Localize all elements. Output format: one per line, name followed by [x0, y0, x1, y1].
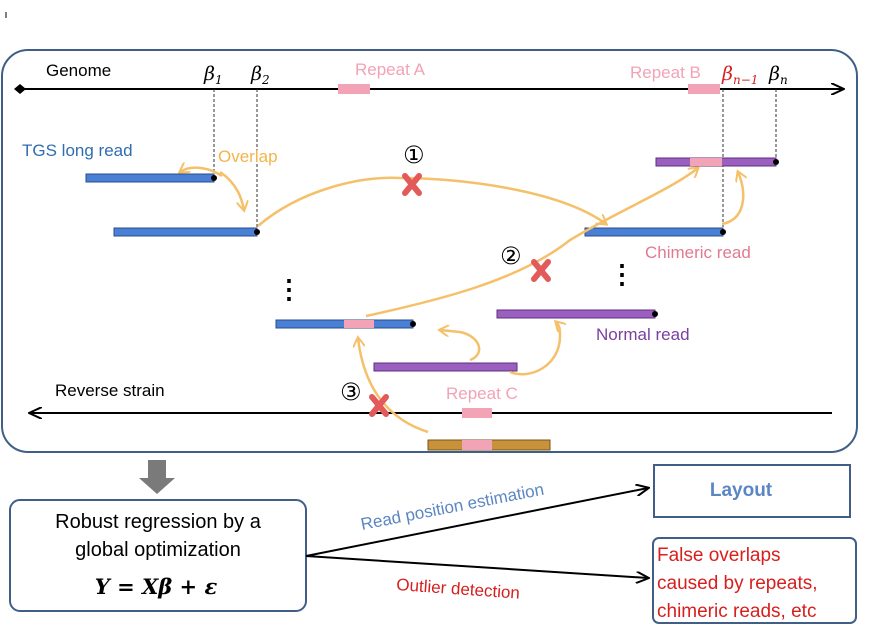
read-3-repeat: [344, 320, 374, 328]
repeat-a-block: [338, 84, 370, 94]
arrow-to-layout: [305, 488, 648, 557]
tgs-read-2: [113, 227, 258, 237]
overlap-arrow: [219, 170, 244, 210]
chimeric-read-label: Chimeric read: [645, 243, 751, 262]
genome-label: Genome: [46, 61, 111, 80]
read-position-estimation-label: Read position estimation: [359, 480, 545, 534]
repeat-c-label: Repeat C: [446, 384, 518, 403]
ellipsis-left: ⋮: [276, 274, 302, 304]
reverse-strain-label: Reverse strain: [55, 381, 165, 400]
down-arrow: [139, 460, 175, 494]
tgs-long-read-label: TGS long read: [22, 141, 133, 160]
normal-read-label: Normal read: [596, 325, 690, 344]
overlap-arrow: [509, 322, 560, 376]
arrow-to-false-overlaps: [305, 555, 648, 578]
layout-label: Layout: [710, 480, 773, 501]
overlap-label: Overlap: [218, 147, 278, 166]
genome-axis-start: [14, 84, 26, 94]
brown-read-repeat: [462, 440, 492, 450]
purple-read-lower: [373, 362, 518, 372]
repeat-b-block: [688, 84, 720, 94]
overlap-arrow: [180, 168, 223, 178]
normal-read-bar: [496, 309, 656, 319]
marker-3: ③: [340, 378, 362, 406]
repeat-c-block: [462, 408, 492, 418]
read-end-dot: [652, 311, 658, 317]
false-overlaps-line-2: caused by repeats,: [657, 573, 818, 594]
beta-2-label: β2: [250, 63, 270, 87]
chimeric-read-blue-part: [584, 227, 724, 237]
repeat-a-label: Repeat A: [355, 60, 426, 79]
cross-1: [402, 173, 422, 196]
cross-3: [369, 394, 389, 417]
regression-equation: Y = Xβ + ε: [95, 574, 218, 599]
overlap-arrow: [440, 330, 481, 362]
overlap-arrows: [180, 168, 743, 434]
ellipsis-right: ⋮: [609, 259, 635, 289]
false-overlaps-line-1: False overlaps: [657, 545, 781, 566]
false-overlap-arrow-2: [365, 168, 698, 318]
read-end-dot: [410, 321, 416, 327]
read-end-dot: [720, 229, 726, 235]
read-end-dot: [254, 229, 260, 235]
purple-read-top-repeat: [690, 158, 722, 166]
outlier-detection-label: Outlier detection: [396, 575, 521, 603]
overlap-arrow: [721, 172, 743, 226]
repeat-b-label: Repeat B: [630, 63, 701, 82]
marker-1: ①: [403, 141, 425, 169]
beta-n-minus-1-label: βn−1: [721, 63, 758, 87]
main-panel: [1, 49, 858, 453]
false-overlaps-box: [652, 537, 857, 624]
false-overlap-arrow-1: [257, 176, 606, 227]
cross-2: [531, 259, 551, 282]
regression-line-1: Robust regression by a: [55, 511, 262, 533]
beta-n-label: βn: [768, 63, 788, 87]
false-overlap-arrow-3: [358, 338, 429, 434]
tgs-read-1: [85, 173, 215, 183]
false-overlaps-line-3: chimeric reads, etc: [657, 601, 816, 622]
marker-2: ②: [500, 242, 522, 270]
read-end-dot: [773, 159, 779, 165]
beta-1-label: β1: [203, 63, 223, 87]
layout-box: [653, 464, 851, 518]
regression-line-2: global optimization: [75, 539, 241, 561]
read-end-dot: [211, 175, 217, 181]
